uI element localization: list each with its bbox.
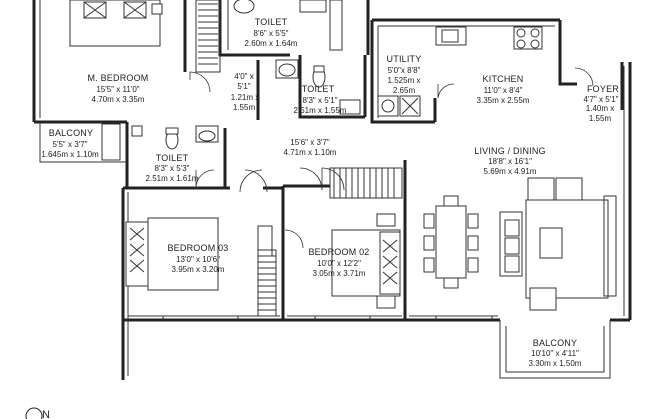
room-dims-imperial: 18'8" x 16'1" [488,157,532,166]
room-dims-metric: 3.95m x 3.20m [172,265,225,274]
room-dims-metric: 4.70m x 3.35m [92,95,145,104]
room-dims-imperial: 4'0" x [234,72,254,81]
room-dims-metric: 4.71m x 1.10m [284,148,337,157]
room-name: LIVING / DINING [474,146,546,156]
bedroom2-bed [331,213,401,309]
compass-circle-icon [25,407,43,419]
room-name: TOILET [156,153,189,163]
hatched-features [101,0,403,317]
room-name: UTILITY [387,54,422,64]
room-name: KITCHEN [483,74,524,84]
room-dims-metric: 1.21m x [231,93,259,102]
room-dims-metric: 1.525m x [388,76,421,85]
room-label-foyer: FOYER 4'7" x 5'1" 1.40m x 1.55m [584,84,620,123]
dining-set [423,195,479,289]
room-label-kitchen: KITCHEN 11'0" x 8'4" 3.35m x 2.55m [477,74,530,105]
room-dims-imperial: 8'3" x 5'3" [155,164,190,173]
north-compass: N [25,407,50,419]
room-dims-imperial: 8'6" x 5'5" [254,29,289,38]
door-swings [189,65,594,249]
room-dims-imperial: 4'7" x 5'1" [584,95,619,104]
room-dims-metric: 3.35m x 2.55m [477,96,530,105]
kitchen-fixtures [377,26,543,117]
room-dims-imperial: 5'1" [237,82,250,91]
room-dims-metric: 1.55m [589,114,612,123]
room-label-utility: UTILITY 5'0"x 8'8" 1.525m x 2.65m [387,54,422,95]
room-name: TOILET [255,17,288,27]
toilet-top-fixtures [233,0,343,51]
room-name: BALCONY [49,128,93,138]
compass-north-label: N [42,409,50,419]
walls [32,0,632,380]
room-dims-imperial: 5'5" x 3'7" [53,140,88,149]
room-dims-metric: 3.30m x 1.50m [529,359,582,368]
room-name: FOYER [587,84,619,94]
room-dims-imperial: 15'5" x 11'0" [96,85,139,94]
room-label-bedroom3: BEDROOM 03 13'0" x 10'6" 3.95m x 3.20m [167,243,228,274]
bedroom3-bed [125,217,219,291]
room-dims-imperial: 11'0" x 8'4" [484,86,523,95]
room-name: BEDROOM 02 [308,247,369,257]
room-dims-imperial: 10'10" x 4'11" [531,349,579,358]
room-dims-metric: 2.51m x 1.55m [294,106,347,115]
room-dims-metric: 1.55m [233,103,256,112]
room-dims-metric: 2.65m [393,86,416,95]
room-label-master-bedroom: M. BEDROOM 15'5" x 11'0" 4.70m x 3.35m [87,73,148,104]
room-label-toilet-top: TOILET 8'6" x 5'5" 2.60m x 1.64m [245,17,298,48]
room-dims-imperial: 10'0" x 12'2" [317,259,361,268]
room-dims-metric: 3.05m x 3.71m [313,269,366,278]
room-label-toilet-middle: TOILET 8'3" x 5'1" 2.51m x 1.55m [294,84,347,115]
room-name: M. BEDROOM [87,73,148,83]
room-label-bedroom2: BEDROOM 02 10'0" x 12'2" 3.05m x 3.71m [308,247,369,278]
room-label-passage: 15'6" x 3'7" 4.71m x 1.10m [284,138,337,157]
room-label-balcony-left: BALCONY 5'5" x 3'7" 1.645m x 1.10m [41,128,99,159]
room-dims-metric: 2.60m x 1.64m [245,39,298,48]
room-dims-imperial: 15'6" x 3'7" [290,138,330,147]
room-name: BEDROOM 03 [167,243,228,253]
living-sofa-set [499,177,617,311]
room-dims-metric: 5.69m x 4.91m [484,167,537,176]
toilet-left-fixtures [131,125,219,150]
room-dims-imperial: 13'0" x 10'6" [176,255,220,264]
room-dims-imperial: 8'3" x 5'1" [303,96,338,105]
room-dims-metric: 1.40m x [586,104,614,113]
room-dims-imperial: 5'0"x 8'8" [388,66,421,75]
room-name: BALCONY [533,338,577,348]
room-label-living-dining: LIVING / DINING 18'8" x 16'1" 5.69m x 4.… [474,146,546,176]
room-dims-metric: 2.51m x 1.61m [146,174,199,183]
room-dims-metric: 1.645m x 1.10m [41,150,99,159]
room-label-passage-small: 4'0" x 5'1" 1.21m x 1.55m [231,72,259,112]
room-label-balcony-bottom: BALCONY 10'10" x 4'11" 3.30m x 1.50m [529,338,582,368]
room-name: TOILET [302,84,335,94]
room-label-toilet-left: TOILET 8'3" x 5'3" 2.51m x 1.61m [146,153,199,183]
master-bed [69,0,163,47]
toilet-middle-fixtures [275,59,361,115]
